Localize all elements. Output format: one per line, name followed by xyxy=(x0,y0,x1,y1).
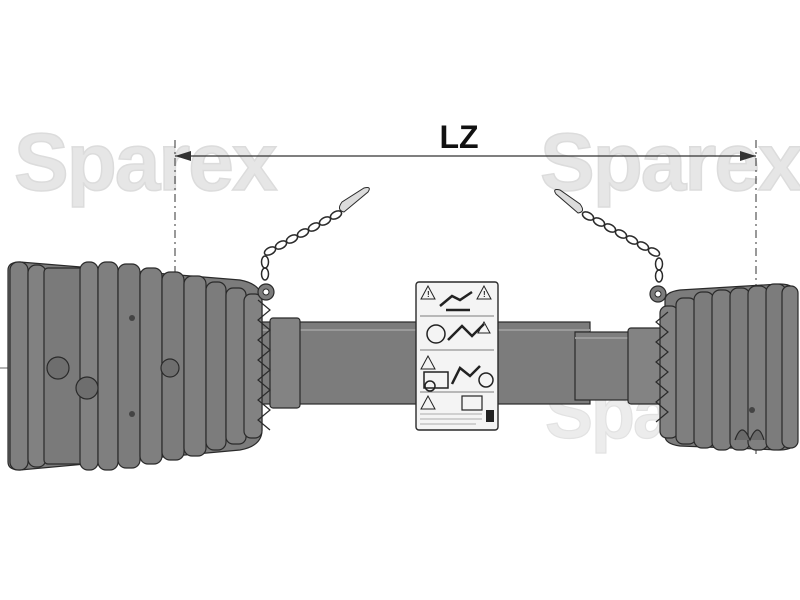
right-tube-collar xyxy=(627,327,663,405)
warning-triangle-icon xyxy=(476,284,492,300)
lz-arrow-left xyxy=(175,151,191,161)
left-rib-9 xyxy=(205,281,227,451)
left-rib-3 xyxy=(79,261,99,471)
left-lock-hole-2 xyxy=(75,376,99,400)
right-cutout xyxy=(734,429,765,442)
warning-triangle-icon xyxy=(420,354,436,370)
right-rib-2 xyxy=(675,297,697,445)
right-rib-4 xyxy=(711,289,733,451)
right-guard-cone xyxy=(655,283,799,451)
watermark-top-right: Sparex xyxy=(540,117,800,208)
right-rib-6 xyxy=(747,285,769,451)
svg-text:!: ! xyxy=(427,290,430,299)
left-lock-hole-3 xyxy=(160,358,180,378)
right-rib-1 xyxy=(659,305,679,439)
svg-text:!: ! xyxy=(483,290,486,299)
watermark-top-left: Sparex xyxy=(14,117,277,208)
rotating-shaft-icon xyxy=(426,324,446,344)
warning-triangle-icon xyxy=(477,320,491,334)
manual-book-icon xyxy=(461,395,483,411)
left-lock-hole-1 xyxy=(46,356,70,380)
right-rib-5 xyxy=(729,287,751,451)
left-rib-6 xyxy=(139,267,163,465)
left-rib-4 xyxy=(97,261,119,471)
entanglement-pictogram-icon xyxy=(439,290,473,312)
right-rib-8 xyxy=(781,285,799,449)
lz-label: LZ xyxy=(439,119,478,155)
left-rib-10 xyxy=(225,287,247,445)
left-rib-11 xyxy=(243,293,263,439)
barcode-icon xyxy=(486,410,494,422)
left-rib-2 xyxy=(27,264,47,468)
right-bearing-teeth xyxy=(655,311,669,423)
right-bolt-bottom xyxy=(749,407,755,413)
left-chain-snap-hook xyxy=(338,187,370,213)
warning-triangle-icon xyxy=(420,394,436,410)
right-chain-snap-hook xyxy=(554,189,584,214)
right-rib-3 xyxy=(693,291,715,449)
left-guard-cone xyxy=(7,261,271,471)
lz-arrow-right xyxy=(740,151,756,161)
left-rib-8 xyxy=(183,275,207,457)
warning-triangle-icon xyxy=(420,284,436,300)
left-rib-1 xyxy=(9,261,29,471)
warning-decal: ! ! xyxy=(415,281,499,431)
left-bearing-teeth xyxy=(257,299,271,431)
left-safety-chain xyxy=(257,187,370,301)
person-pictogram-icon xyxy=(447,323,485,341)
left-bolt-top xyxy=(129,315,135,321)
right-safety-chain xyxy=(554,189,667,303)
left-tube-collar xyxy=(269,317,301,409)
operator-pictogram-icon xyxy=(450,365,481,385)
left-bolt-bottom xyxy=(129,411,135,417)
tractor-pictogram-icon xyxy=(423,371,449,389)
left-rib-5 xyxy=(117,263,141,469)
